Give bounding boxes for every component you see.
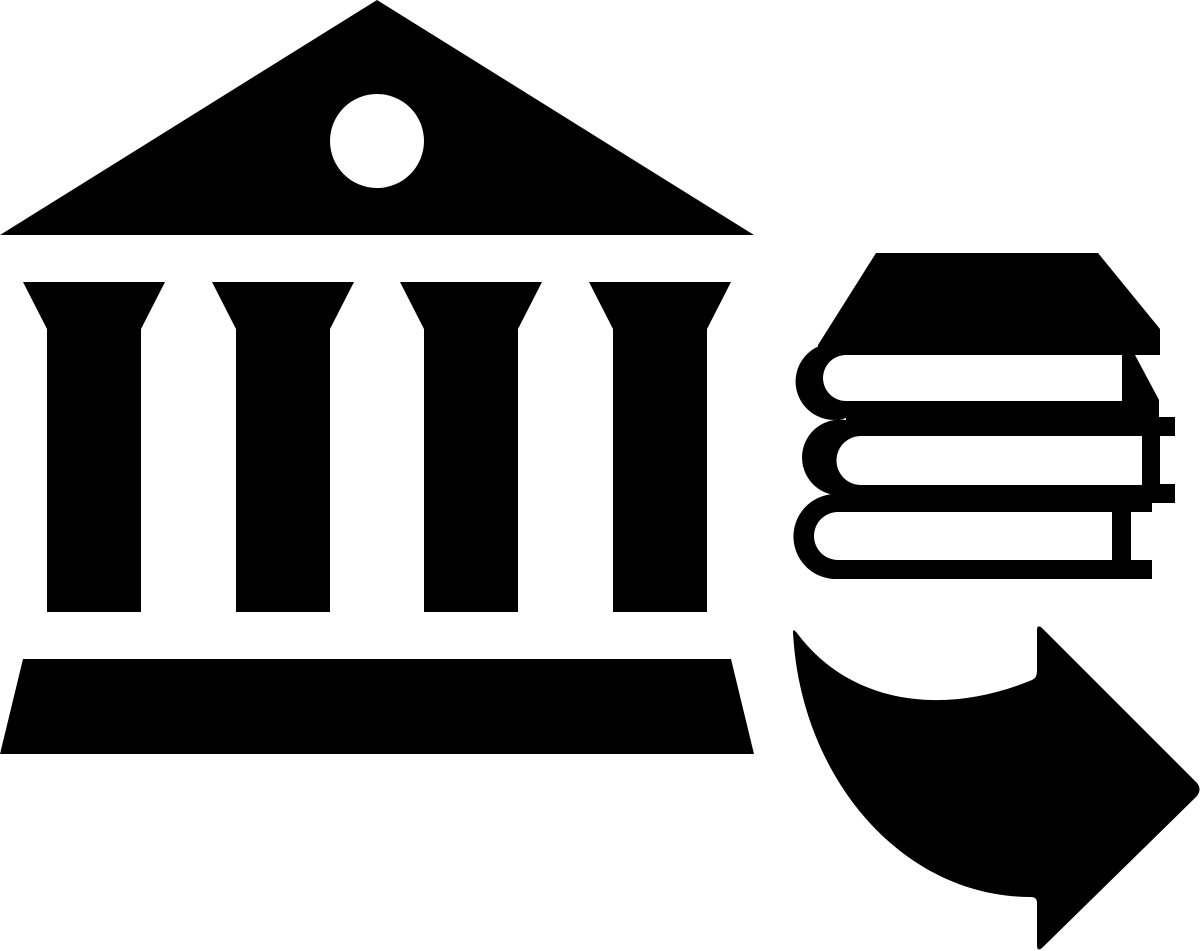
curved-arrow-right-icon	[793, 626, 1200, 950]
book-2	[802, 417, 1175, 495]
building-base	[0, 659, 754, 754]
book-stack-icon	[793, 253, 1175, 580]
book-3	[793, 494, 1175, 580]
book-1	[795, 345, 1160, 420]
column-1	[23, 282, 165, 612]
museum-building-icon	[0, 0, 754, 754]
book-top-cover	[818, 253, 1160, 355]
column-2	[212, 282, 354, 612]
column-4	[589, 282, 731, 612]
pediment-oculus	[330, 94, 424, 188]
column-3	[400, 282, 542, 612]
